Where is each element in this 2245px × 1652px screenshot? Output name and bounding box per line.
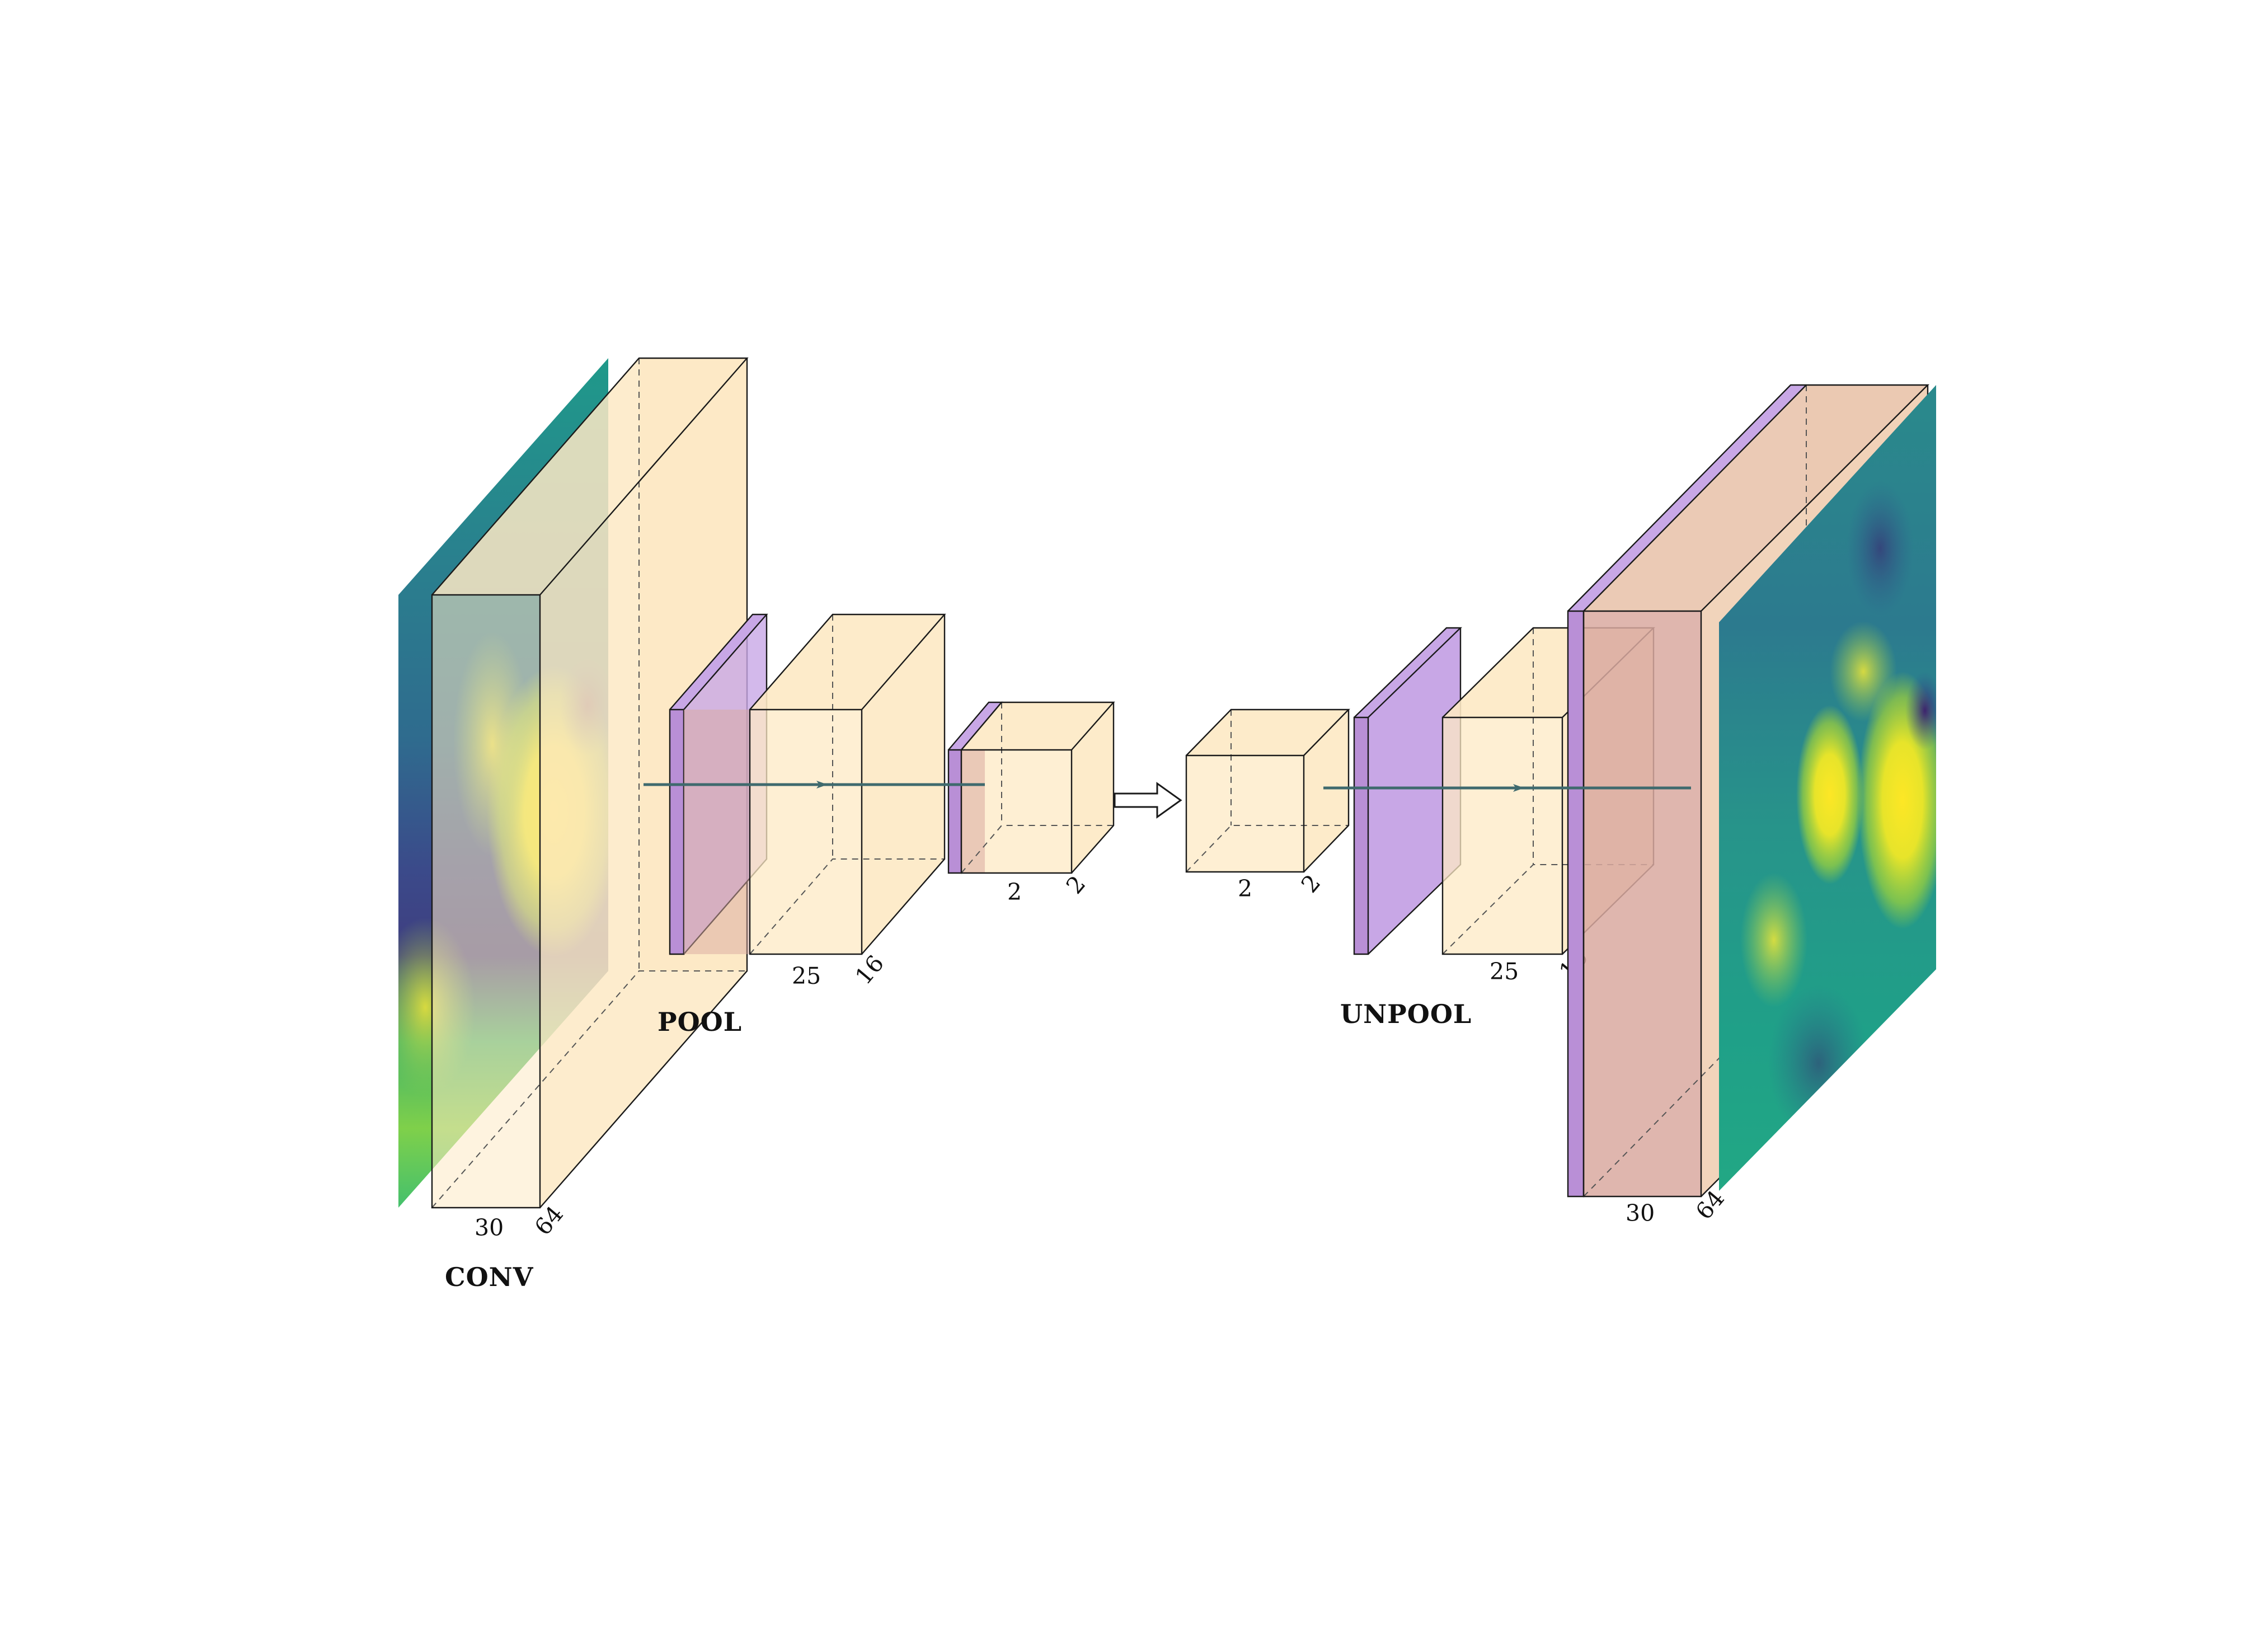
pool-overlay <box>684 710 750 954</box>
pool-label: POOL <box>657 1007 742 1037</box>
unpool-label: UNPOOL <box>1340 999 1472 1029</box>
hollow-right-arrow-icon <box>1114 782 1182 819</box>
block4-width-label: 2 <box>1238 875 1252 902</box>
block3-depth-label: 2 <box>1061 871 1091 899</box>
conv-block-2: 25 16 <box>749 613 946 990</box>
block2-width-label: 25 <box>792 963 821 989</box>
block6-width-label: 30 <box>1626 1200 1655 1227</box>
block5-width-label: 25 <box>1490 958 1519 985</box>
block4-depth-label: 2 <box>1296 870 1326 898</box>
conv-block-4: 2 2 <box>1185 708 1350 902</box>
block2-depth-label: 16 <box>850 950 889 990</box>
conv-block-3: 2 2 <box>960 701 1115 905</box>
conv1-width-label: 30 <box>475 1214 504 1241</box>
block3-width-label: 2 <box>1007 879 1022 905</box>
conv-label: CONV <box>445 1262 534 1292</box>
